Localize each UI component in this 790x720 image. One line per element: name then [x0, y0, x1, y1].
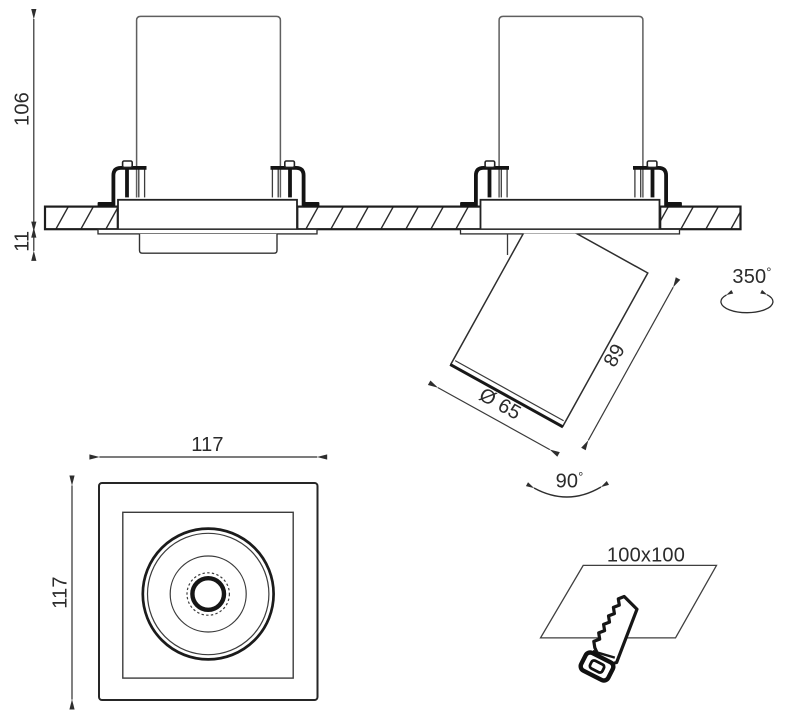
front-dashed-ring: [186, 572, 231, 616]
ceiling-segment-left: [43, 205, 119, 231]
cutout-size-label: 100x100: [607, 545, 685, 567]
dim-11-label: 11: [12, 231, 34, 252]
dim-front-width: 117: [89, 434, 328, 460]
dim-106: 106: [12, 9, 37, 238]
saw-ferrule: [592, 650, 616, 659]
cutout-view: 100x100: [539, 545, 718, 683]
fixture-left-core: [98, 16, 320, 234]
saw-icon: [578, 594, 639, 683]
front-ring-2: [146, 532, 270, 656]
side-view: 106 11 Ø 65 89 350° 90°: [12, 9, 774, 498]
fixture-left-bezel: [138, 233, 278, 254]
dim-11: 11: [12, 221, 37, 261]
ceiling-segment-right: [659, 205, 742, 231]
fixture-left: [98, 16, 320, 254]
rotation-label: 350°: [732, 266, 771, 289]
tilt-label: 90°: [556, 470, 584, 493]
rotation-degree-sign: °: [766, 266, 771, 280]
dim-length-line: [581, 277, 681, 451]
tilt-annotation: 90°: [525, 470, 610, 498]
dim-diameter-line: [427, 380, 560, 457]
dim-106-label: 106: [12, 92, 34, 126]
front-view: 117 117: [50, 434, 328, 710]
front-trim-ring: [141, 527, 275, 661]
tilt-arc-icon: [525, 481, 610, 498]
tilt-degree-sign: °: [578, 470, 583, 484]
front-lamp-aperture: [190, 576, 227, 613]
fixture-right: [449, 16, 682, 429]
rotation-annotation: 350°: [720, 266, 774, 314]
front-reflector-ring: [169, 555, 247, 633]
rotation-value: 350: [732, 266, 766, 288]
dim-front-height-label: 117: [50, 576, 72, 609]
saw-handle-hole: [588, 659, 606, 674]
ceiling-segment-middle: [296, 205, 483, 231]
rotation-arrow-icon: [720, 289, 774, 314]
dim-front-height: 117: [50, 475, 75, 710]
fixture-right-core: [460, 16, 682, 234]
dim-front-width-label: 117: [191, 434, 224, 456]
tilt-value: 90: [556, 471, 579, 493]
